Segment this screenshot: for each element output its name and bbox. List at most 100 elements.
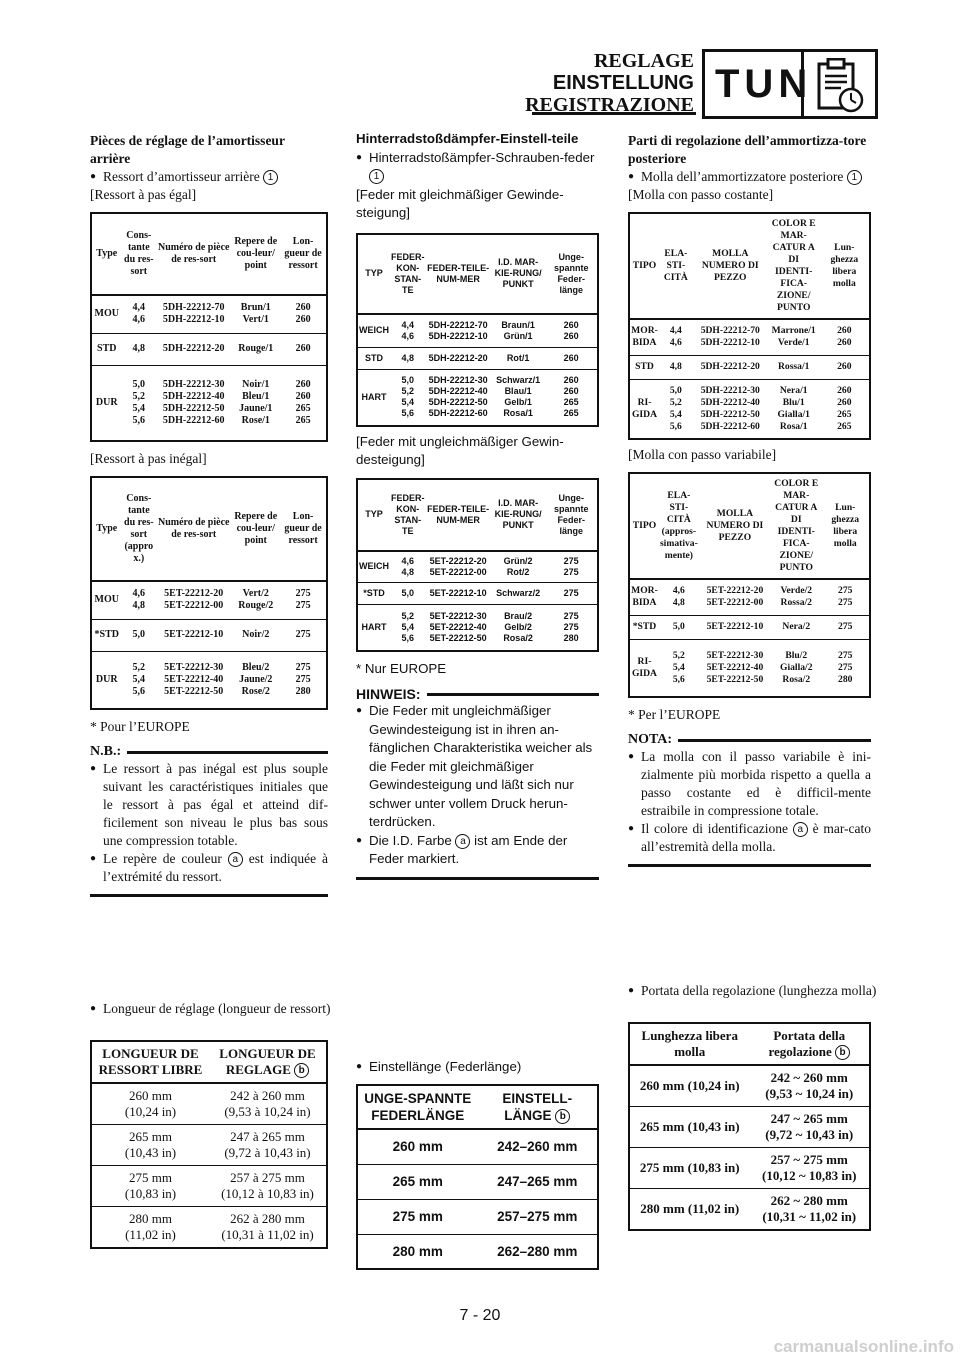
watermark: carmanualsonline.info (773, 1337, 954, 1356)
table-cell: 257 à 275 mm (10,12 à 10,83 in) (209, 1165, 327, 1207)
column-header: LONGUEUR DE RESSORT LIBRE (91, 1041, 209, 1084)
column-header: MOLLA NUMERO DI PEZZO (698, 473, 772, 580)
table-cell: Blu/2 Gialla/2 Rosa/2 (780, 649, 813, 685)
table-cell: 275 mm (357, 1199, 478, 1235)
title-de: EINSTELLUNG (552, 72, 694, 94)
table-cell: Brau/2 Gelb/2 Rosa/2 (503, 610, 533, 643)
ref-marker-a: a (455, 833, 471, 849)
table-cell: 5ET-22212-20 5ET-22212-00 (425, 550, 491, 583)
column-header: FEDER-TEILE-NUM-MER (425, 478, 491, 552)
column-header: Lon-gueur de ressort (280, 213, 327, 296)
table-cell: 5,0 (121, 619, 157, 652)
adj-bullet-it: Portata della regolazione (lunghezza mol… (628, 982, 884, 1000)
table-cell: 265 mm (10,43 in) (629, 1106, 750, 1148)
table-cell: 275 275 280 (295, 661, 311, 697)
table-cell: 5ET-22212-10 (425, 582, 491, 605)
table-cell: 5,0 5,2 5,4 5,6 (669, 384, 682, 432)
column-header: FEDER-KON-STAN-TE (390, 233, 426, 315)
table-cell: 5DH-22212-20 (692, 355, 768, 380)
heading-it: Parti di regolazione dell’ammortizza-tor… (628, 133, 867, 166)
table-row: 265 mm (10,43 in)247 ~ 265 mm (9,72 ~ 10… (629, 1106, 870, 1148)
column-header: Portata della regolazione b (749, 1023, 870, 1066)
table-cell: 5ET-22212-10 (698, 615, 772, 640)
sub-equal-it: [Molla con passo costante] (628, 187, 774, 202)
table-cell: *STD (91, 619, 122, 652)
note-text: est indiquée à l’extrémité du ressort. (103, 851, 328, 884)
table-cell: Brun/1 Vert/1 (231, 295, 281, 334)
table-cell: STD (357, 347, 390, 370)
note-label: NOTA: (628, 732, 673, 747)
table-cell: 260 260 265 265 (295, 378, 311, 426)
column-header: ELA-STI-CITÀ (658, 213, 693, 320)
table-cell: 260 260 (280, 295, 327, 334)
bullet-spring-fr: Ressort d’amortisseur arrière 1 (90, 168, 328, 186)
section-badge: TUN (702, 49, 878, 119)
note-item: Die I.D. Farbe a ist am Ende der Feder m… (356, 832, 599, 869)
footnote-fr: * Pour l’EUROPE (90, 719, 190, 734)
table-cell: 257 ~ 275 mm (10,12 ~ 10,83 in) (749, 1147, 870, 1189)
table-cell: 275 (545, 582, 598, 605)
note-item: Il colore di identificazione a è mar-cat… (628, 820, 871, 856)
heading-de: Hinterradstoßdämpfer-Einstell-teile (356, 131, 579, 146)
table-cell: 5DH-22212-70 5DH-22212-10 (425, 313, 491, 348)
table-cell: 4,6 4,8 (121, 581, 157, 620)
table-cell: WEICH (357, 313, 390, 348)
note-end-rule (356, 876, 599, 880)
table-cell: HART (361, 391, 387, 402)
column-header: Lun-ghezza libera molla (819, 213, 870, 320)
table-cell: 247–265 mm (477, 1164, 598, 1200)
table-cell: RI-GIDA (631, 396, 658, 420)
table-cell: Nera/2 (771, 615, 822, 640)
column-header: ELA-STI-CITÀ (appros-simativa-mente) (658, 473, 699, 580)
table-cell: Schwarz/2 (490, 582, 546, 605)
table-cell: 275 275 (545, 550, 598, 583)
column-header: Lunghezza libera molla (629, 1023, 750, 1066)
note-text: Die I.D. Farbe (369, 832, 452, 848)
table-cell: 242 à 260 mm (9,53 à 10,24 in) (209, 1083, 327, 1125)
table-row: 280 mm (11,02 in)262 à 280 mm (10,31 à 1… (91, 1207, 327, 1249)
table-cell: 4,4 4,6 (121, 295, 157, 334)
column-header: Unge-spannte Feder-länge (545, 233, 598, 315)
table-cell: 4,4 4,6 (390, 313, 426, 348)
table-cell: 5ET-22212-30 5ET-22212-40 5ET-22212-50 (429, 610, 487, 643)
table-cell: Bleu/2 Jaune/2 Rose/2 (239, 661, 273, 697)
note-text: ist am Ende der Feder markiert. (369, 832, 568, 867)
table-cell: 280 mm (11,02 in) (125, 1211, 176, 1242)
table-cell: 275 275 280 (838, 649, 853, 685)
header-rule (532, 112, 696, 115)
column-header: LONGUEUR DE REGLAGE b (209, 1041, 327, 1084)
table-cell: MOR-BIDA (629, 319, 659, 356)
table-cell: Noir/1 Bleu/1 Jaune/1 Rose/1 (239, 378, 273, 426)
table-cell: Rot/1 (490, 347, 546, 370)
note-item: La molla con il passo variabile è ini-zi… (628, 748, 871, 820)
table-cell: 260 260 (545, 313, 598, 348)
header-text: Portata della regolazione (768, 1028, 846, 1059)
table-cell: 275 275 (821, 579, 870, 616)
table-row: 265 mm (10,43 in)247 à 265 mm (9,72 à 10… (91, 1124, 327, 1166)
table-cell: MOU (91, 295, 122, 334)
note-rule (426, 692, 599, 696)
table-cell: 5,0 5,2 5,4 5,6 (401, 375, 414, 419)
sub-unequal-fr: [Ressort à pas inégal] (90, 451, 207, 466)
table-cell: 275 (280, 619, 327, 652)
table-cell: 260 260 265 265 (837, 384, 852, 432)
table-cell: RI-GIDA (631, 655, 657, 679)
column-header: FEDER-KON-STAN-TE (390, 478, 426, 552)
ref-marker-1: 1 (263, 170, 279, 185)
table-cell: Vert/2 Rouge/2 (231, 581, 281, 620)
table-cell: 275 275 (280, 581, 327, 620)
column-header: TYP (357, 233, 390, 315)
ref-marker-b: b (294, 1063, 310, 1078)
table-cell: 5ET-22212-20 5ET-22212-00 (698, 579, 772, 616)
